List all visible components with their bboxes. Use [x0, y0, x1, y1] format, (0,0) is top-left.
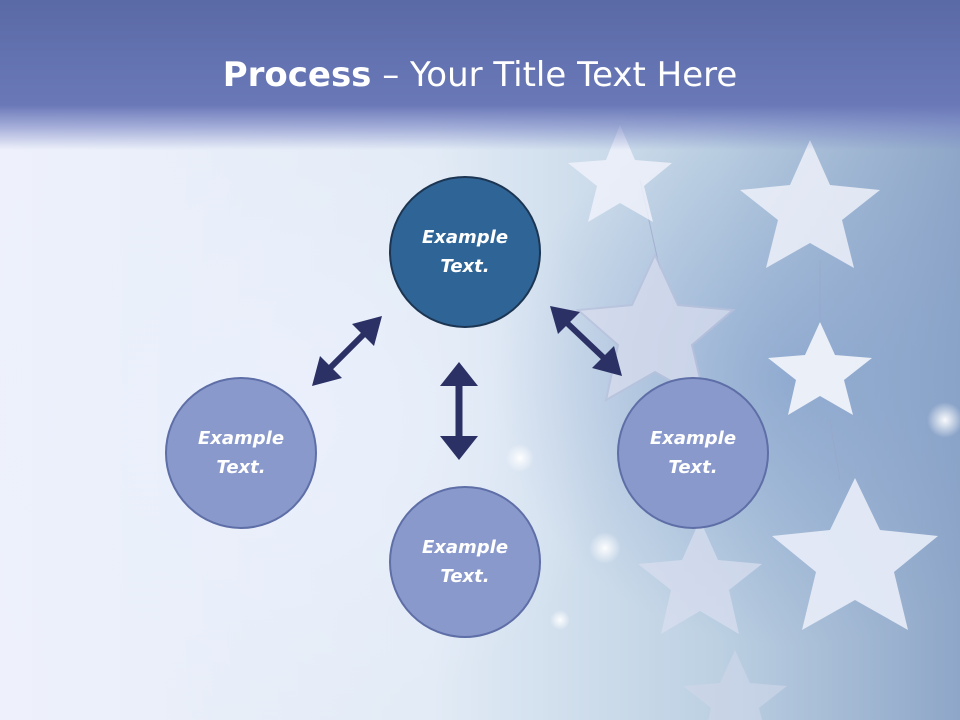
arrow-vertical	[440, 362, 478, 460]
title-bold-part: Process	[222, 55, 372, 95]
title-rest-part: – Your Title Text Here	[371, 55, 738, 95]
process-node-left: Example Text.	[165, 377, 317, 529]
process-node-label: Example Text.	[421, 537, 509, 587]
sparkle-icon	[506, 402, 960, 630]
slide-title: Process – Your Title Text Here	[0, 52, 960, 98]
arrow-top-right	[550, 306, 622, 376]
process-node-label: Example Text.	[649, 428, 737, 478]
process-node-label: Example Text.	[421, 227, 509, 277]
star-icon	[638, 520, 762, 634]
process-node-bottom: Example Text.	[389, 486, 541, 638]
title-bar	[0, 0, 960, 150]
process-node-label: Example Text.	[197, 428, 285, 478]
star-icon	[772, 478, 938, 630]
arrow-top-left	[312, 316, 382, 386]
process-node-right: Example Text.	[617, 377, 769, 529]
star-icon	[768, 322, 872, 415]
process-node-top: Example Text.	[389, 176, 541, 328]
star-icon	[740, 140, 880, 268]
star-icon	[568, 125, 672, 222]
star-icon	[683, 650, 787, 720]
